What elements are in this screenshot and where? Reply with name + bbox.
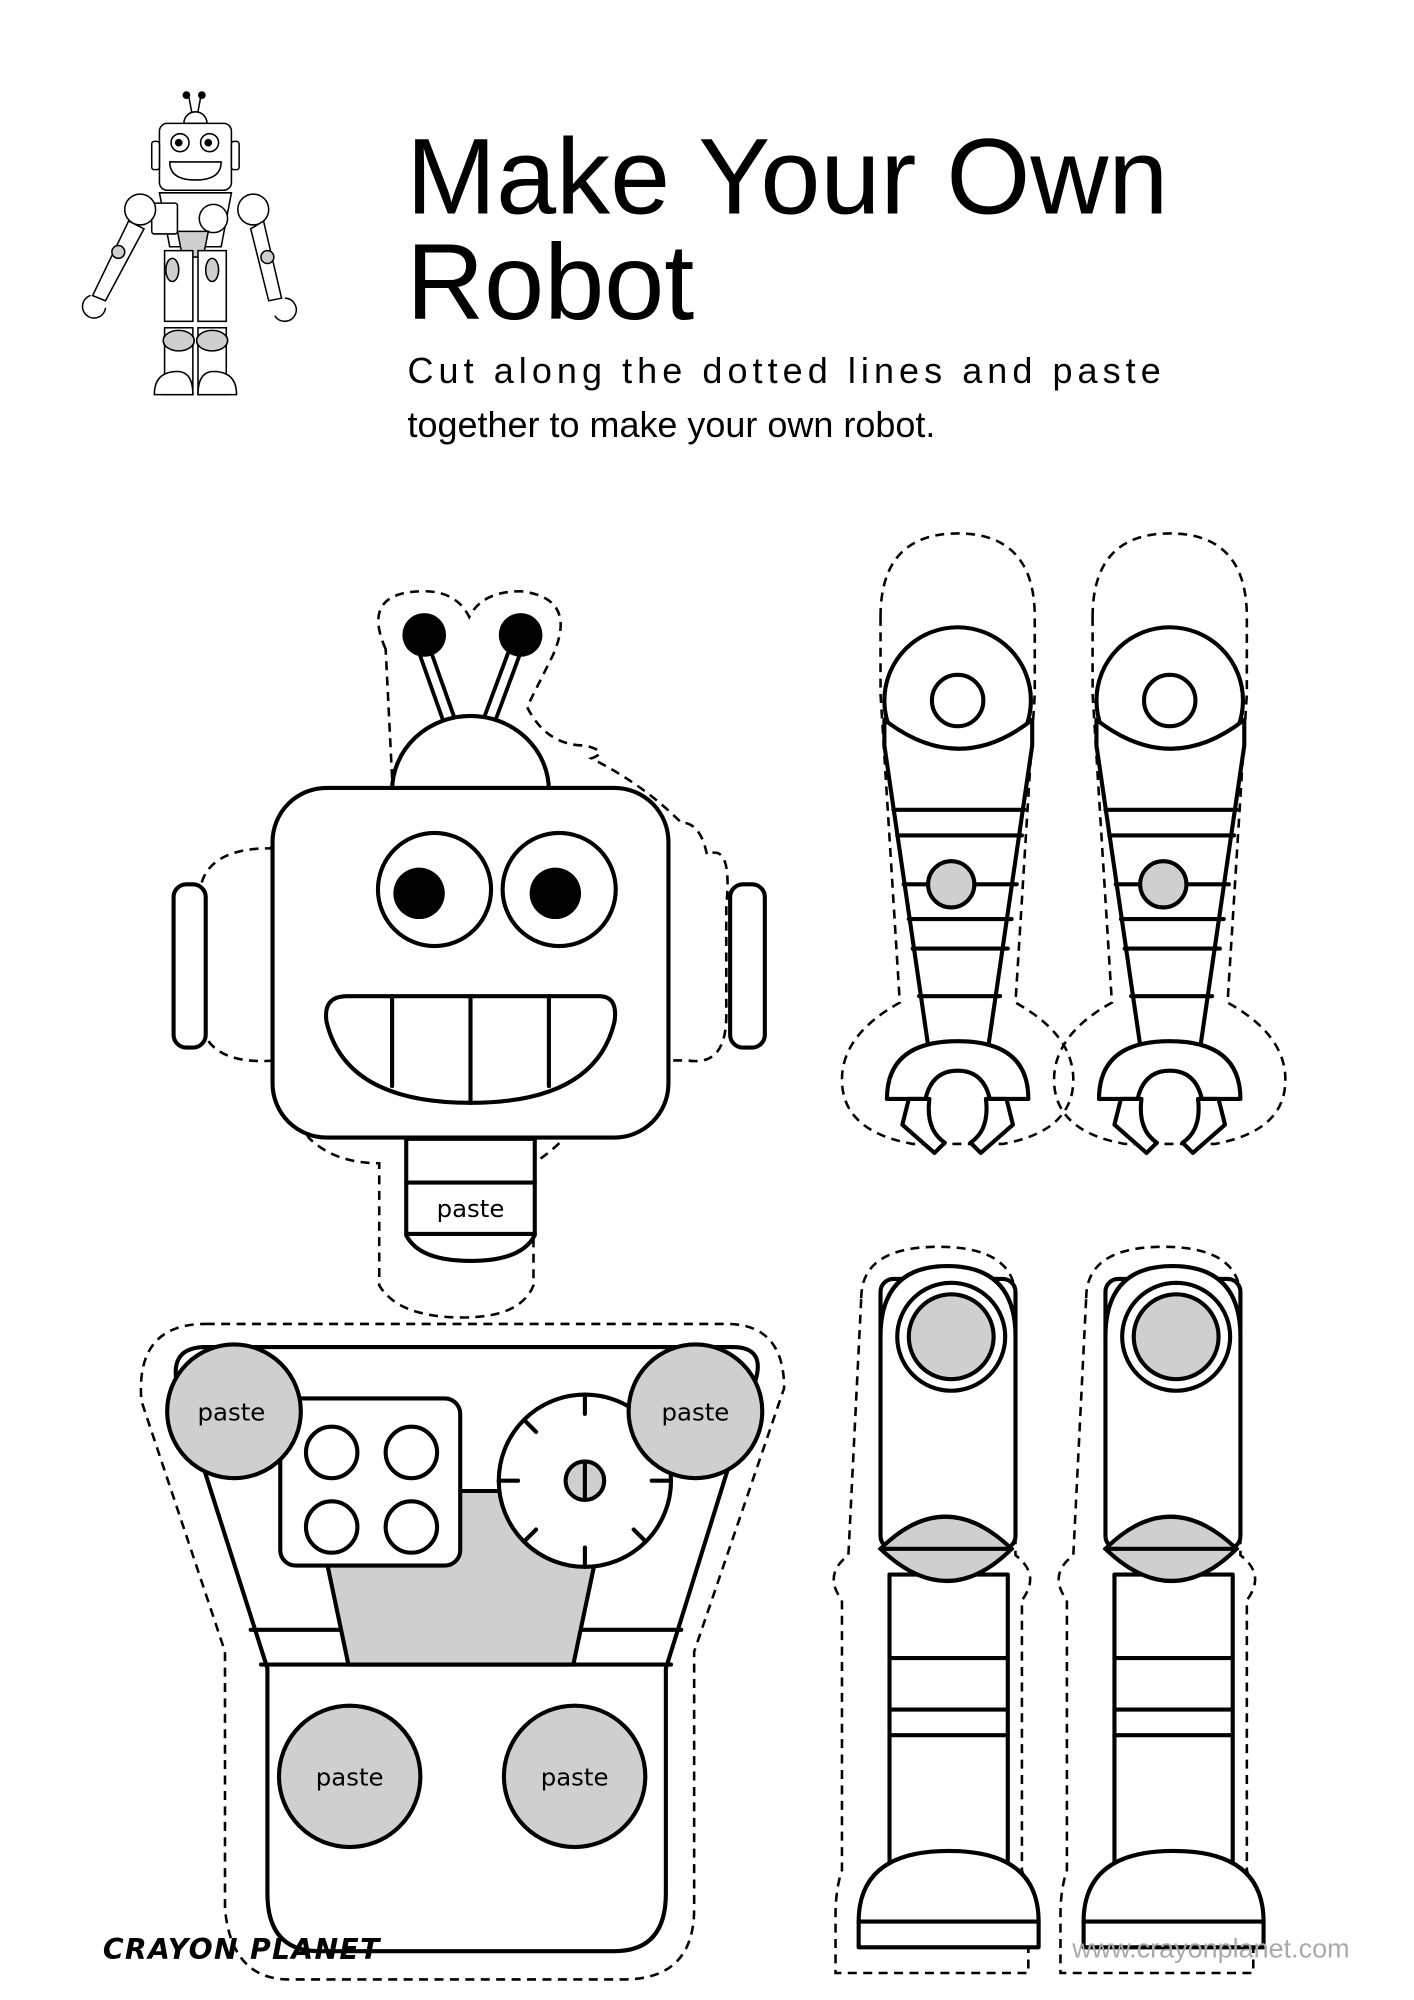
paste-circle-right-shoulder [626, 1342, 765, 1481]
paste-circle-right-hip [501, 1703, 648, 1850]
left-leg-cutout [834, 1247, 1039, 1973]
left-ear [171, 882, 208, 1050]
left-arm-cutout [842, 533, 1073, 1153]
instructions-line2: together to make your own robot. [408, 404, 936, 445]
paste-circle-left-hip [276, 1703, 423, 1850]
paste-label-neck: paste [437, 1194, 505, 1223]
instructions-line1: Cut along the dotted lines and paste [408, 350, 1161, 391]
antenna-ball-left [402, 613, 447, 657]
neck-tab [404, 1136, 537, 1263]
antenna-ball-right [498, 613, 543, 657]
torso-cutout: paste paste paste paste [139, 1322, 786, 1981]
page-title-line2: Robot [406, 221, 694, 342]
paste-label: paste [541, 1762, 609, 1791]
right-ear [728, 882, 767, 1050]
right-arm-cutout [1054, 533, 1285, 1153]
brand-logo: CRAYON PLANET [103, 1933, 382, 1966]
paste-circle-left-shoulder [165, 1342, 303, 1481]
robot-preview-icon [81, 91, 298, 396]
head-dome [390, 713, 551, 793]
website-url[interactable]: www.crayonplanet.com [1071, 1934, 1349, 1964]
page-title-line1: Make Your Own [406, 115, 1168, 236]
paste-label: paste [662, 1397, 730, 1426]
torso-cut-line [139, 1322, 786, 1981]
right-leg-cutout [1059, 1247, 1264, 1973]
paste-label: paste [316, 1762, 384, 1791]
head-cutout: paste [171, 589, 767, 1319]
paste-label: paste [198, 1397, 266, 1426]
